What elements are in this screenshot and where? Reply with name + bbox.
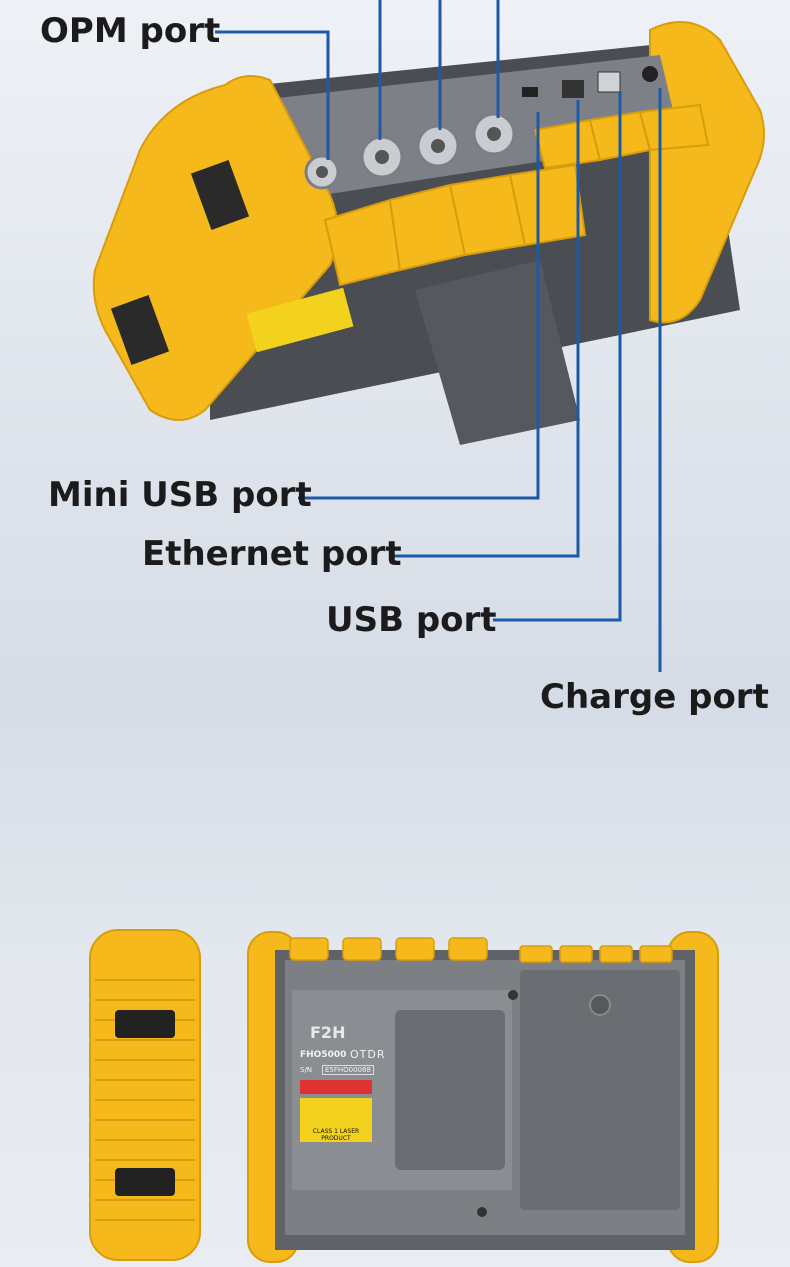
brand-logo-text: F2H [310,1023,346,1042]
bumper-slot [110,294,170,366]
charge-port-label: Charge port [540,677,769,717]
device-side-view [89,929,201,1261]
device-views-photo [89,929,719,1263]
device-back-view [247,931,719,1263]
product-text: OTDR [350,1048,386,1061]
data-ports [522,66,658,98]
model-text: FHO5000 [300,1050,347,1060]
callout-lines [215,0,662,672]
mini-usb-port-label: Mini USB port [48,475,312,515]
sn-label: S/N [300,1066,313,1074]
laser-sticker [246,287,354,353]
laser-class-label: CLASS 1 LASER PRODUCT [312,1128,360,1142]
right-bumper [649,21,765,324]
sn-value: E5FHO00088 [322,1065,374,1075]
usb-port-label: USB port [326,600,497,640]
ethernet-port-label: Ethernet port [142,534,402,574]
bumper-slot [190,159,250,231]
opm-port-label: OPM port [40,11,221,51]
optical-connectors [304,112,516,190]
dust-caps [323,103,710,287]
device-angle-photo [92,0,765,672]
